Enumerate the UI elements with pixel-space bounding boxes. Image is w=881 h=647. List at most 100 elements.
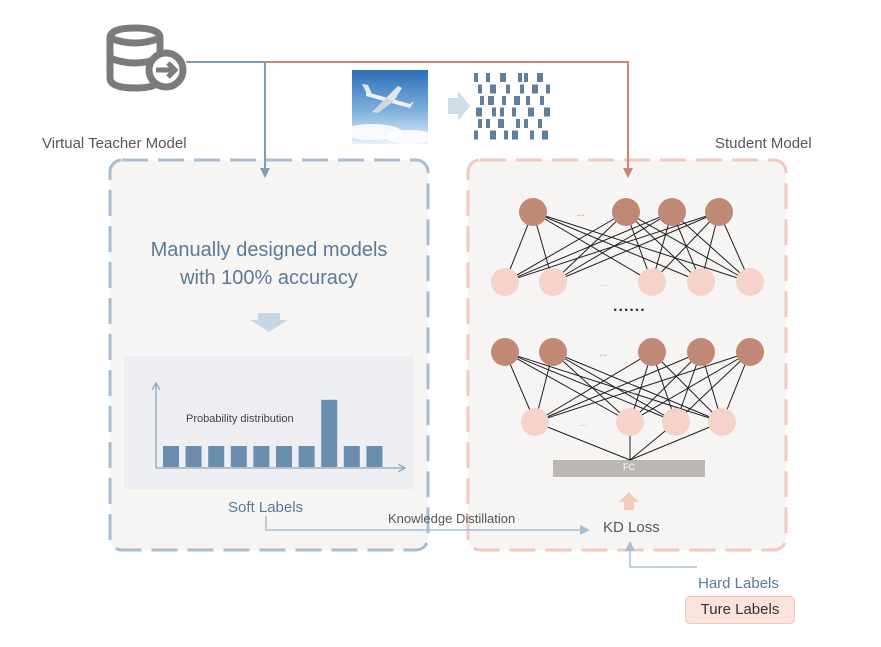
network-node-light [539,268,567,296]
probability-bar [230,446,247,467]
network-connection [552,351,723,423]
network-node-dark [736,338,764,366]
hard-labels: Hard Labels [698,575,779,592]
feature-stripe [518,73,522,82]
feature-stripe [500,73,506,82]
network-connection [625,211,751,283]
feature-stripe [528,107,534,117]
feature-stripe [542,130,548,140]
node-ellipsis: ... [599,348,607,359]
fc-layer [553,460,705,477]
network-node-dark [612,198,640,226]
feature-stripe [520,84,524,94]
probability-bar [298,446,315,467]
teacher-description-line1: Manually designed models [150,239,388,261]
feature-stripe [540,96,544,105]
knowledge-distillation-label: Knowledge Distillation [388,511,516,526]
network-node-light [491,268,519,296]
network-connection [504,351,631,423]
network-connection [504,211,720,283]
network-connection [552,211,720,283]
network-node-dark [705,198,733,226]
feature-stripe [486,73,490,82]
probability-bar [163,446,179,467]
feature-stripe [504,130,508,140]
network-node-dark [687,338,715,366]
feature-stripe [524,73,528,82]
network-connection [504,211,673,283]
feature-stripe [512,107,516,117]
network-node-light [687,268,715,296]
probability-bar [321,399,338,467]
feature-stripe [537,73,543,82]
network-node-dark [658,198,686,226]
feature-stripe [514,96,520,105]
feature-stripe [538,119,542,128]
network-connection [534,351,702,423]
probability-bar [185,446,202,467]
feature-stripe [524,119,528,128]
airplane-photo [342,70,434,144]
network-connection [504,211,627,283]
network-node-light [662,408,690,436]
probability-bar [276,446,292,467]
feature-stripe [478,84,482,94]
network-connection [534,351,653,423]
feature-stripe [516,119,520,128]
feature-stripe [500,107,504,117]
feature-stripe [492,107,496,117]
probability-bar [253,446,270,467]
data-to-student-arrow [265,61,633,178]
network-connection [552,351,677,423]
feature-stripe [474,130,478,140]
probability-distribution-label: Probability distribution [186,413,294,425]
fc-connection [629,421,723,461]
network-connection [532,211,702,283]
network-node-dark [519,198,547,226]
feature-stripe [488,96,494,105]
network-connection [651,211,720,283]
feature-stripe [526,96,530,105]
feature-stripe [476,107,482,117]
feature-stripe [544,107,550,117]
feature-stripe [480,96,484,105]
network-connection [651,351,723,423]
node-ellipsis: ... [577,208,585,219]
fc-connection [534,421,631,461]
feature-stripe [498,119,504,128]
node-ellipsis: ... [579,418,587,429]
teacher-description-line2: with 100% accuracy [180,267,358,289]
feature-stripes-icon [474,73,550,140]
kd-loss-label: KD Loss [603,519,660,536]
hard-labels-arrow [625,541,697,568]
student-model-title: Student Model [715,135,812,152]
fc-up-arrow [619,492,639,510]
feature-stripe [532,84,538,94]
feature-stripe [490,84,496,94]
feature-stripe [530,130,534,140]
soft-labels: Soft Labels [228,499,304,516]
feature-stripe [512,130,518,140]
probability-bar [366,446,383,467]
ture-labels-box: Ture Labels [685,596,795,624]
network-connection [675,351,751,423]
teacher-down-arrow [250,313,288,332]
network-connection [625,211,702,283]
feature-stripe [478,119,482,128]
feature-stripe [546,84,550,94]
database-export-icon [106,24,187,92]
feature-arrow-icon [448,91,470,121]
feature-stripe [474,73,478,82]
network-connection [629,351,702,423]
layer-gap-ellipsis: ...... [613,298,646,315]
network-connection [504,351,677,423]
network-node-dark [491,338,519,366]
network-node-light [521,408,549,436]
probability-bar [343,446,360,467]
network-node-light [616,408,644,436]
network-connection [629,351,751,423]
network-node-dark [638,338,666,366]
network-connection [532,211,653,283]
network-node-dark [539,338,567,366]
